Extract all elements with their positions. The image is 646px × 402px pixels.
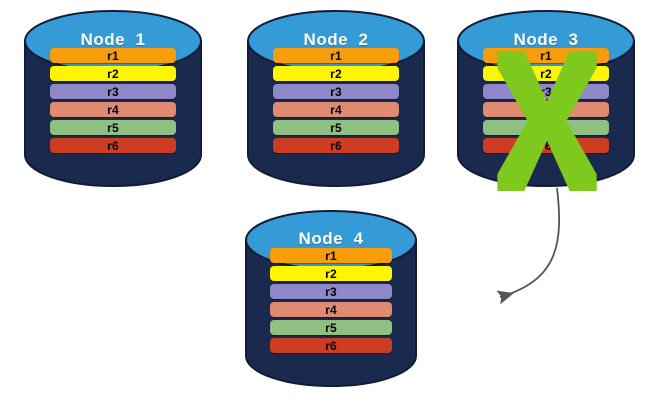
row-list: r1 r2 r3 r4 r5 r6: [247, 48, 425, 153]
row-r6[interactable]: r6: [273, 138, 399, 153]
row-list: r1 r2 r3 r4 r5 r6: [24, 48, 202, 153]
row-r4[interactable]: r4: [270, 302, 392, 317]
row-r3[interactable]: r3: [270, 284, 392, 299]
row-r4[interactable]: r4: [50, 102, 176, 117]
node-3[interactable]: Node 3r1r2r3r4r5r6: [457, 10, 635, 191]
row-r5[interactable]: r5: [50, 120, 176, 135]
row-label: r2: [540, 66, 552, 81]
x-mark-path: [497, 51, 597, 191]
row-label: r3: [325, 284, 337, 299]
row-label: r3: [540, 84, 552, 99]
row-label: r6: [330, 138, 342, 153]
node-failed-x-icon: [497, 51, 597, 191]
row-r5[interactable]: r5: [270, 320, 392, 335]
row-label: r4: [107, 102, 119, 117]
row-label: r6: [540, 138, 552, 153]
row-label: r5: [330, 120, 342, 135]
row-label: r5: [325, 320, 337, 335]
row-label: r6: [325, 338, 337, 353]
row-label: r2: [107, 66, 119, 81]
row-label: r1: [540, 48, 552, 63]
row-r6[interactable]: r6: [270, 338, 392, 353]
row-r1[interactable]: r1: [273, 48, 399, 63]
recovery-arrow: [496, 187, 561, 305]
row-label: r6: [107, 138, 119, 153]
row-r5[interactable]: r5: [273, 120, 399, 135]
row-label: r5: [107, 120, 119, 135]
row-r1[interactable]: r1: [50, 48, 176, 63]
row-r2[interactable]: r2: [273, 66, 399, 81]
row-r1[interactable]: r1: [270, 248, 392, 263]
row-r4[interactable]: r4: [273, 102, 399, 117]
row-label: r3: [107, 84, 119, 99]
row-label: r4: [330, 102, 342, 117]
row-r3[interactable]: r3: [50, 84, 176, 99]
row-list: r1 r2 r3 r4 r5 r6: [245, 248, 417, 353]
row-label: r1: [107, 48, 119, 63]
row-r2[interactable]: r2: [50, 66, 176, 81]
row-label: r2: [325, 266, 337, 281]
row-label: r2: [330, 66, 342, 81]
row-r3[interactable]: r3: [273, 84, 399, 99]
row-label: r4: [325, 302, 337, 317]
row-label: r3: [330, 84, 342, 99]
row-label: r1: [325, 248, 337, 263]
row-r2[interactable]: r2: [270, 266, 392, 281]
row-r6[interactable]: r6: [50, 138, 176, 153]
row-label: r1: [330, 48, 342, 63]
